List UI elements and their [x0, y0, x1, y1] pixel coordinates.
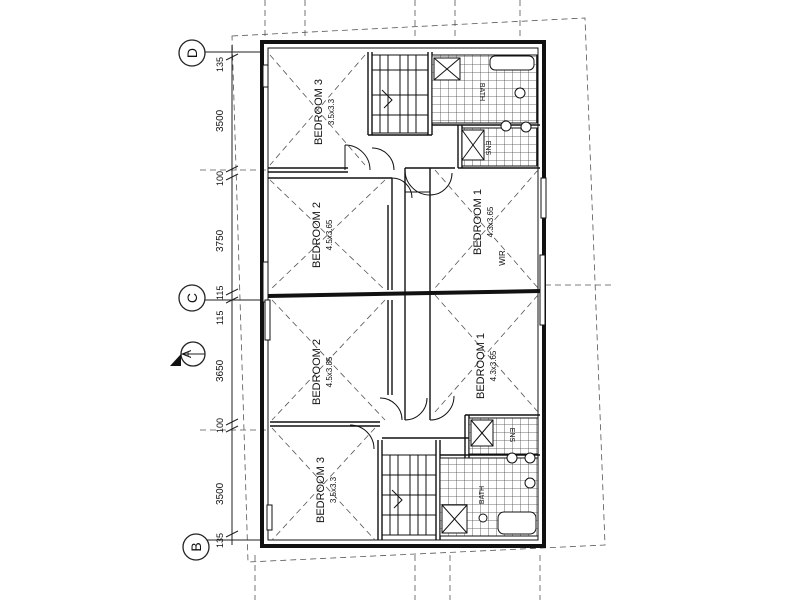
grid-marker-b: B — [182, 533, 210, 561]
svg-text:A: A — [180, 350, 194, 358]
dim-label: 3650 — [215, 359, 226, 382]
room-size: 4.3x3.65 — [486, 206, 495, 237]
room-name: BEDROOM 2 — [311, 339, 323, 405]
windows — [262, 64, 547, 531]
room-size: 3.5x3.3 — [329, 476, 338, 503]
dimension-labels: 135 3500 100 3750 115 115 3650 100 3500 … — [215, 57, 226, 548]
guide-lines — [200, 0, 615, 600]
room-name: ENS — [508, 428, 515, 443]
grid-marker-c: C — [178, 284, 206, 312]
stair-upper — [371, 54, 429, 134]
room-name: BEDROOM 3 — [313, 79, 325, 145]
room-name: BATH — [478, 83, 485, 101]
svg-text:B: B — [188, 542, 204, 551]
door-swings — [344, 144, 455, 450]
stair-lower — [381, 454, 437, 536]
room-size: 4.5x3.65 — [325, 219, 334, 250]
room-name: BEDROOM 1 — [475, 333, 487, 399]
room-name: BATH — [479, 486, 486, 504]
room-name: BEDROOM 2 — [311, 202, 323, 268]
room-name: BEDROOM 1 — [472, 189, 484, 255]
section-marker-a: A — [170, 341, 206, 367]
dim-label: 115 — [215, 286, 225, 300]
room-name: ENS — [484, 141, 491, 156]
dim-label: 100 — [215, 418, 225, 433]
room-name: WIR — [498, 250, 507, 266]
svg-text:C: C — [184, 293, 200, 303]
room-labels-upper: BEDROOM 3 3.5x3.3 BEDROOM 2 4.5x3.65 BED… — [311, 79, 507, 268]
dim-label: 135 — [215, 57, 225, 72]
room-size: 4.5x3.85 — [325, 356, 334, 387]
room-size: 4.3x3.65 — [489, 350, 498, 381]
dim-label: 3500 — [215, 482, 226, 505]
room-labels-lower: BEDROOM 2 4.5x3.85 BEDROOM 1 4.3x3.65 BE… — [311, 333, 515, 523]
room-name: BEDROOM 3 — [315, 457, 327, 523]
svg-text:D: D — [184, 48, 200, 58]
room-size: 3.5x3.3 — [327, 98, 336, 125]
dim-label: 3500 — [215, 109, 226, 132]
grid-marker-d: D — [178, 39, 206, 67]
dimension-line — [200, 45, 262, 545]
dim-label: 135 — [215, 533, 225, 548]
dim-label: 115 — [215, 311, 225, 325]
dim-label: 100 — [215, 171, 225, 186]
wet-areas — [431, 54, 539, 537]
room-diagonals — [269, 54, 539, 541]
dim-label: 3750 — [215, 229, 226, 252]
